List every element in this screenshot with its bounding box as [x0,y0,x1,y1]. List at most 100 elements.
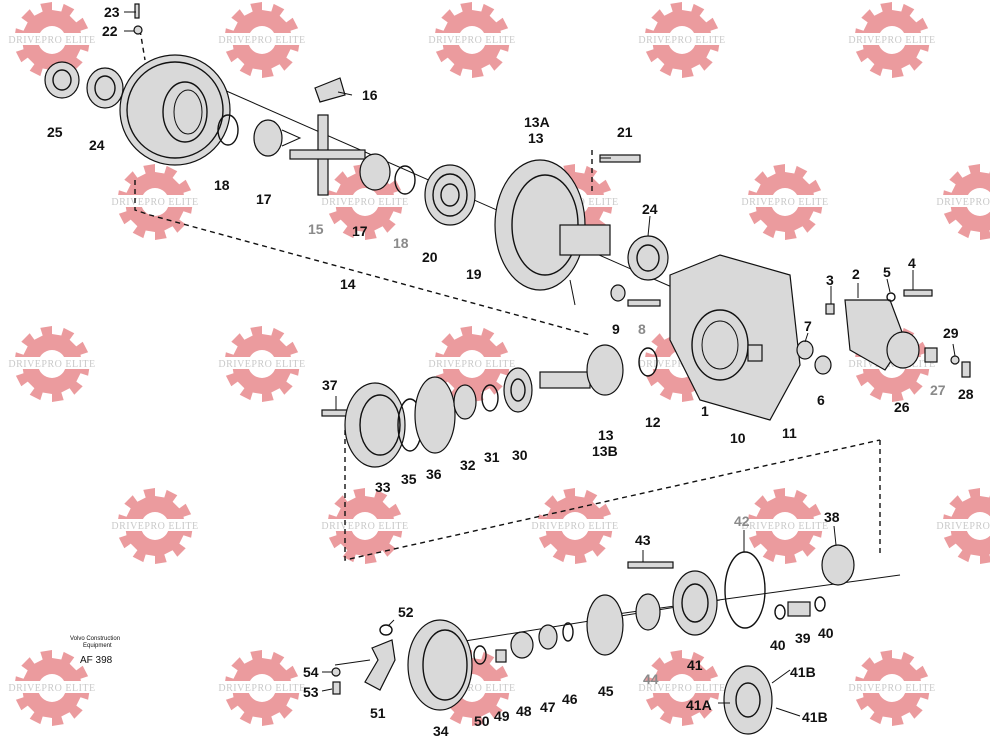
callout-41A: 41A [686,697,712,713]
watermark-text: DRIVEPRO ELITE [218,35,305,46]
callout-52: 52 [398,604,414,620]
callout-45: 45 [598,683,614,699]
callout-13-second: 13 [598,427,614,443]
watermark-text: DRIVEPRO ELITE [218,359,305,370]
callout-22: 22 [102,23,118,39]
bolt-23 [134,3,140,19]
callout-35: 35 [401,471,417,487]
spider-gear-16 [314,77,346,103]
callout-40-second: 40 [818,625,834,641]
thrust-washer-18-right [394,165,416,195]
bearing-24-right [627,235,669,281]
circlip-46 [562,622,574,642]
watermark-gear-logo: DRIVEPRO ELITE [317,488,413,564]
bolt-28 [961,361,971,378]
watermark-gear-logo: DRIVEPRO ELITE [527,488,623,564]
callout-47: 47 [540,699,556,715]
maker-line-2: Equipment [83,643,112,649]
callout-7: 7 [804,318,812,334]
callout-8: 8 [638,321,646,337]
callout-10: 10 [730,430,746,446]
watermark-gear-logo: DRIVEPRO ELITE [932,164,990,240]
nut-3 [825,303,835,315]
callout-31: 31 [484,449,500,465]
drawing-code: AF 398 [80,655,113,666]
callout-13: 13 [528,130,544,146]
watermark-text: DRIVEPRO ELITE [321,197,408,208]
bolt-43 [627,561,674,569]
watermark-gear-logo: DRIVEPRO ELITE [844,650,940,726]
callout-29: 29 [943,325,959,341]
callout-19: 19 [466,266,482,282]
callout-1: 1 [701,403,709,419]
spider-gear-17-right [359,153,391,191]
watermark-gear-logo: DRIVEPRO ELITE [214,650,310,726]
callout-30: 30 [512,447,528,463]
washer-50 [473,645,487,665]
cover-41A [723,665,773,735]
callout-27: 27 [930,382,946,398]
watermark-text: DRIVEPRO ELITE [321,521,408,532]
drive-pinion-13 [539,344,624,396]
watermark-gear-logo: DRIVEPRO ELITE [634,2,730,78]
watermark-gear-logo: DRIVEPRO ELITE [844,2,940,78]
watermark-text: DRIVEPRO ELITE [111,197,198,208]
callout-41B: 41B [790,664,816,680]
callout-44: 44 [643,671,659,687]
o-ring-42 [724,551,766,629]
callout-38: 38 [824,509,840,525]
callout-21: 21 [617,124,633,140]
callout-42: 42 [734,513,750,529]
callout-9: 9 [612,321,620,337]
sleeve-38 [821,544,855,586]
pump-housing-41 [672,570,718,636]
watermark-text: DRIVEPRO ELITE [428,35,515,46]
callout-3: 3 [826,272,834,288]
callout-24: 24 [89,137,105,153]
watermark-gear-logo: DRIVEPRO ELITE [4,326,100,402]
callout-2: 2 [852,266,860,282]
callout-17-second: 17 [352,223,368,239]
callout-37: 37 [322,377,338,393]
watermark-text: DRIVEPRO ELITE [741,197,828,208]
callout-50: 50 [474,713,490,729]
callout-51: 51 [370,705,386,721]
callout-53: 53 [303,684,319,700]
callout-40: 40 [770,637,786,653]
shim-12 [638,347,658,377]
maker-line-1: Volvo Construction [70,636,120,642]
seal-housing-36 [414,376,456,454]
crown-wheel-13 [494,159,611,291]
watermark-gear-logo: DRIVEPRO ELITE [107,488,203,564]
watermark-gear-logo: DRIVEPRO ELITE [737,164,833,240]
watermark-gear-logo: DRIVEPRO ELITE [634,650,730,726]
watermark-gear-logo: DRIVEPRO ELITE [737,488,833,564]
watermark-text: DRIVEPRO ELITE [428,359,515,370]
seal-9 [610,284,626,302]
watermark-text: DRIVEPRO ELITE [848,35,935,46]
cap-7 [796,340,814,360]
spacer-31 [481,384,499,412]
callout-25: 25 [47,124,63,140]
callout-14: 14 [340,276,356,292]
watermark-gear-logo: DRIVEPRO ELITE [4,2,100,78]
watermark-gear-logo: DRIVEPRO ELITE [932,488,990,564]
watermark-text: DRIVEPRO ELITE [8,35,95,46]
callout-49: 49 [494,708,510,724]
watermark-gear-logo: DRIVEPRO ELITE [214,2,310,78]
seal-44 [635,593,661,631]
callout-43: 43 [635,532,651,548]
leader-lines [124,11,956,717]
flange-33 [344,382,406,468]
callout-13A: 13A [524,114,550,130]
screw-53 [332,681,341,695]
watermark-text: DRIVEPRO ELITE [936,197,990,208]
watermark-text: DRIVEPRO ELITE [936,521,990,532]
callout-24-second: 24 [642,201,658,217]
stud-8 [627,299,661,307]
fitting-54 [331,667,341,677]
callout-33: 33 [375,479,391,495]
watermark-gear-logo: DRIVEPRO ELITE [214,326,310,402]
callout-17: 17 [256,191,272,207]
